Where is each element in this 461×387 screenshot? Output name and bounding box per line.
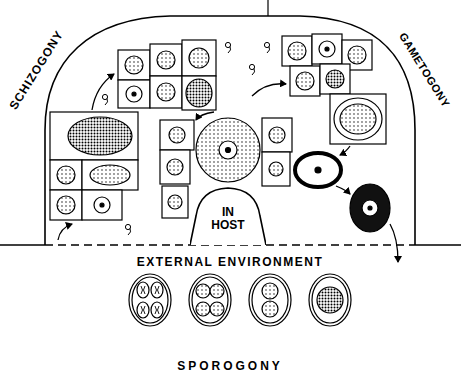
host-label: IN HOST <box>205 206 251 232</box>
stage-label: GAMETOGONY <box>397 31 452 110</box>
gamete-cells <box>160 118 390 232</box>
oocysts <box>129 274 351 326</box>
stage-label: SPOROGONY <box>177 359 283 373</box>
cycle-arrows <box>58 74 398 262</box>
environment-label: EXTERNAL ENVIRONMENT <box>137 255 323 269</box>
stage-label: SCHIZOGONY <box>6 28 66 112</box>
gamont-cells <box>282 34 386 144</box>
host-cell-mound: IN HOST <box>190 186 266 245</box>
schizont-cells <box>50 40 216 220</box>
host-outline <box>0 0 461 245</box>
